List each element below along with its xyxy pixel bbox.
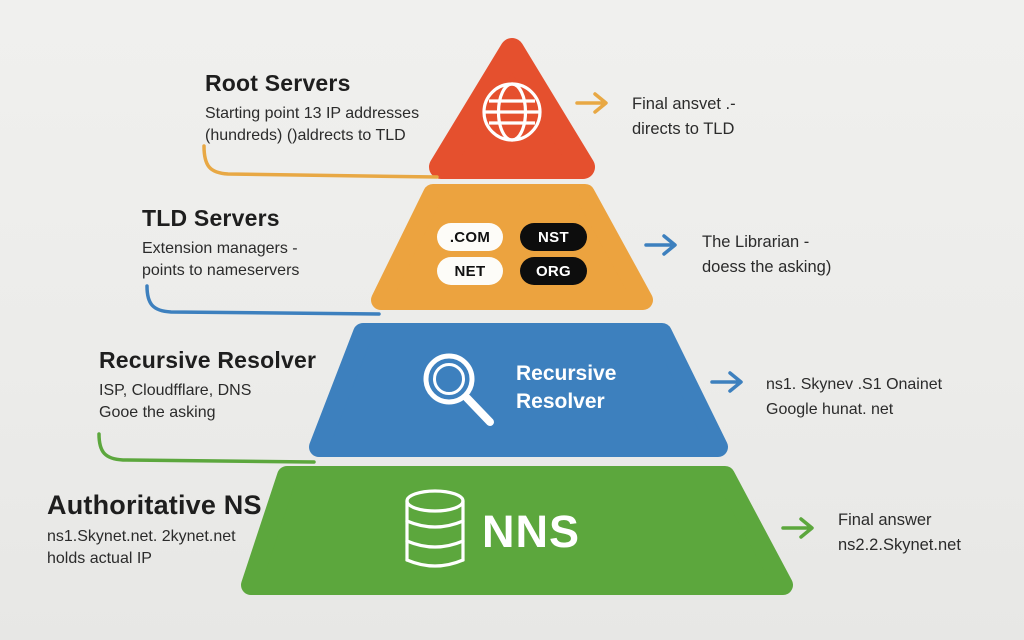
globe-icon — [482, 82, 542, 142]
tld-servers-title: TLD Servers — [142, 205, 280, 231]
tld-pill-nst: NST — [520, 223, 587, 251]
recursive-resolver-desc-line1: ISP, Cloudfflare, DNS — [99, 382, 252, 399]
tld-servers-label-block: TLD Servers Extension managers - points … — [142, 205, 299, 282]
recursive-resolver-label-block: Recursive Resolver ISP, Cloudfflare, DNS… — [99, 347, 316, 424]
authoritative-level-label: NNS — [482, 506, 581, 557]
root-right-note-line2: directs to TLD — [632, 120, 735, 138]
tld-pill-com: .COM — [437, 223, 503, 251]
root-right-note-line1: Final ansvet .- — [632, 95, 736, 113]
recursive-right-note-line1: ns1. Skynev .S1 Onainet — [766, 376, 943, 393]
authoritative-right-note-line1: Final answer — [838, 511, 932, 529]
tld-servers-desc-line1: Extension managers - — [142, 240, 298, 257]
magnifier-icon — [423, 353, 494, 426]
pyramid-level-recursive — [309, 323, 728, 457]
recursive-level-label-line1: Recursive — [516, 362, 617, 385]
authoritative-ns-desc-line1: ns1.Skynet.net. 2kynet.net — [47, 528, 236, 545]
pyramid-level-authoritative — [241, 466, 793, 595]
authoritative-ns-title: Authoritative NS — [47, 490, 262, 520]
tld-pill-net: NET — [437, 257, 503, 285]
authoritative-right-note: Final answer ns2.2.Skynet.net — [838, 508, 961, 558]
connector-recursive — [145, 284, 381, 316]
recursive-right-note: ns1. Skynev .S1 Onainet Google hunat. ne… — [766, 372, 942, 422]
tld-pill-org: ORG — [520, 257, 587, 285]
tld-right-note-line1: The Librarian - — [702, 233, 810, 251]
recursive-resolver-title: Recursive Resolver — [99, 347, 317, 373]
authoritative-right-note-line2: ns2.2.Skynet.net — [838, 536, 961, 554]
tld-right-note: The Librarian - doess the asking) — [702, 230, 831, 280]
arrow-recursive-icon — [710, 371, 743, 393]
recursive-level-label-line2: Resolver — [516, 390, 605, 413]
tld-servers-desc-line2: points to nameservers — [142, 262, 300, 279]
recursive-resolver-desc-line2: Gooe the asking — [99, 404, 216, 421]
arrow-authoritative-icon — [781, 517, 814, 539]
database-icon — [405, 489, 465, 568]
recursive-right-note-line2: Google hunat. net — [766, 401, 894, 418]
pyramid-level-root — [429, 38, 595, 179]
root-servers-label-block: Root Servers Starting point 13 IP addres… — [205, 70, 419, 147]
root-servers-title: Root Servers — [205, 70, 351, 96]
recursive-level-label: Recursive Resolver — [516, 360, 616, 416]
tld-right-note-line2: doess the asking) — [702, 258, 832, 276]
connector-root — [202, 144, 439, 179]
connector-authoritative — [97, 432, 316, 464]
root-servers-desc-line1: Starting point 13 IP addresses — [205, 105, 420, 122]
authoritative-ns-label-block: Authoritative NS ns1.Skynet.net. 2kynet.… — [47, 490, 262, 570]
arrow-root-icon — [575, 92, 608, 114]
arrow-tld-icon — [644, 234, 677, 256]
authoritative-ns-desc-line2: holds actual IP — [47, 550, 152, 567]
root-servers-desc-line2: (hundreds) ()aldrects to TLD — [205, 127, 406, 144]
root-right-note: Final ansvet .- directs to TLD — [632, 92, 736, 142]
pyramid-level-tld — [371, 184, 653, 310]
